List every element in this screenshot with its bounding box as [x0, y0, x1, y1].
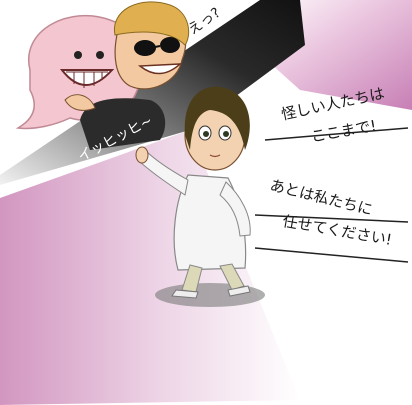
blond-man-character	[64, 1, 190, 150]
pink-background	[0, 130, 300, 405]
speech-line-2	[254, 214, 409, 223]
speech-line-3	[254, 247, 409, 263]
speech-line-1	[264, 127, 409, 141]
woman-character	[135, 86, 265, 307]
dark-diagonal-band	[0, 0, 305, 185]
